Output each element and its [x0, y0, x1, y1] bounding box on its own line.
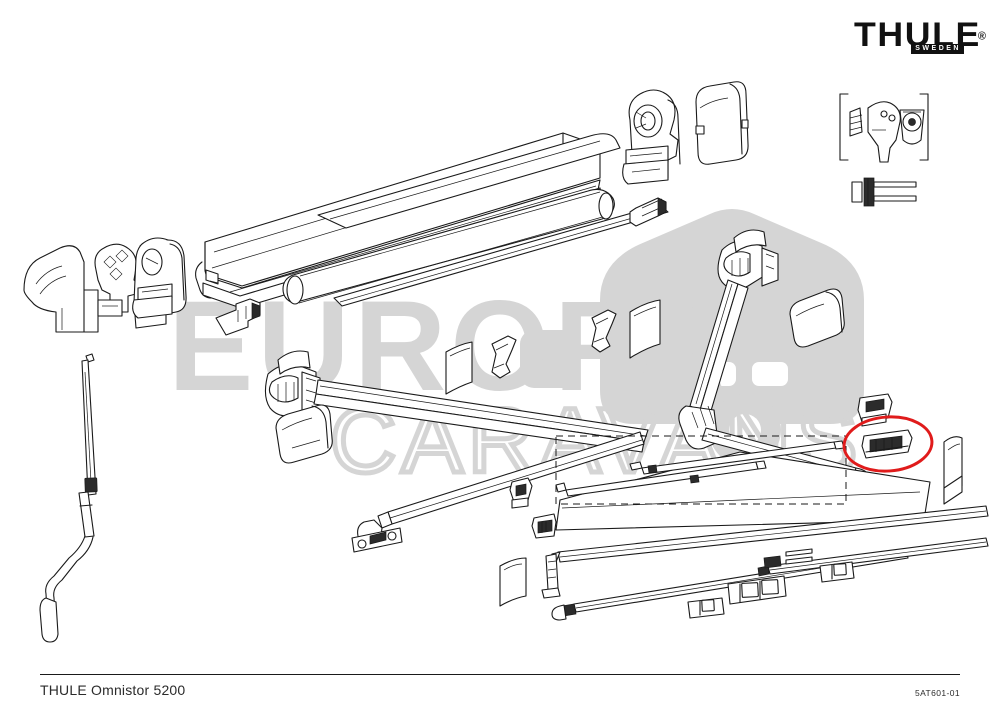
thule-logo: THULE® SWEDEN: [854, 18, 986, 54]
part-rail-end-left: [541, 553, 561, 599]
part-arm-cover-cap-right: [789, 288, 845, 348]
brand-tagline: SWEDEN: [911, 44, 964, 54]
registered-mark: ®: [977, 30, 986, 43]
document-title: THULE Omnistor 5200: [40, 682, 186, 698]
part-bracket-clip-center: [491, 335, 517, 379]
part-shaft-coupler-left: [215, 298, 261, 336]
detail-inset-box: [839, 93, 929, 163]
part-end-cap-right: [943, 436, 963, 505]
part-gear-drive-unit-small: [94, 243, 139, 317]
part-rail-clamp-assembly: [851, 177, 917, 207]
part-end-cap-left: [23, 245, 99, 333]
part-tension-rafter-bar: [757, 537, 989, 577]
part-end-plate-left-lower: [499, 557, 527, 607]
drawing-code: 5AT601-01: [914, 688, 960, 698]
part-tension-bracket-highlighted: [861, 429, 913, 459]
part-gearbox-cover-cap: [695, 81, 749, 165]
dashed-group-box: [555, 435, 847, 505]
part-arm-foot-bracket-left: [351, 519, 403, 553]
part-cover-plate-center: [445, 341, 473, 395]
part-bracket-clip-right: [591, 309, 617, 353]
part-cassette-roof-panel: [317, 133, 621, 229]
part-tension-bracket-upper: [857, 393, 893, 427]
part-shoulder-joint-right: [717, 229, 779, 290]
part-slider-block-right: [819, 561, 855, 583]
part-support-arm-right-upper: [689, 279, 749, 415]
highlight-annotation: [842, 415, 934, 473]
part-arm-cover-cap-left: [275, 404, 333, 464]
footer: THULE Omnistor 5200 5AT601-01: [40, 674, 960, 698]
part-telescopic-crank-handle: [39, 353, 98, 643]
part-motor-gearbox-housing: [132, 237, 187, 329]
part-gearbox-mechanism: [622, 89, 681, 185]
part-slider-block-center: [727, 575, 787, 605]
footer-divider: [40, 674, 960, 675]
part-rafter-clip-left: [509, 477, 533, 509]
part-support-arm-left-upper: [313, 379, 649, 453]
part-drive-shaft-adapter: [629, 197, 667, 227]
part-slider-block-left: [687, 597, 725, 619]
part-screw-fitting-pair: [763, 548, 813, 569]
part-cover-plate-right: [629, 299, 661, 359]
part-rafter-clip-lower: [531, 513, 557, 539]
